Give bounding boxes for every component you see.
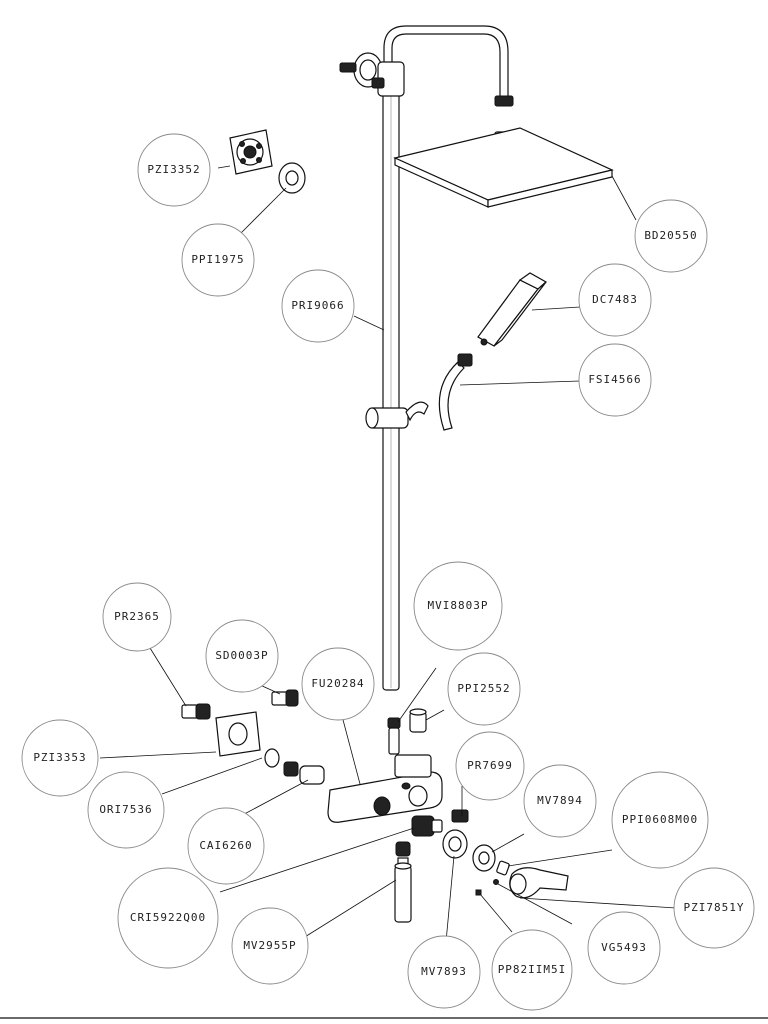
callout-pzi3353: PZI3353: [21, 719, 99, 797]
wall-flange-plate: [229, 129, 273, 175]
leader-lines: [99, 165, 677, 943]
cap-ppi2552: [409, 708, 427, 733]
label-vg5493: VG5493: [601, 941, 647, 954]
label-dc7483: DC7483: [592, 293, 638, 306]
label-ppi2552: PPI2552: [457, 682, 510, 695]
riser-rail: [382, 79, 400, 691]
label-mv7894: MV7894: [537, 794, 583, 807]
callout-vg5493: VG5493: [587, 911, 661, 985]
screw-vg5493: [493, 879, 499, 885]
callout-sd0003p: SD0003P: [205, 619, 279, 693]
callout-mv2955p: MV2955P: [231, 907, 309, 985]
slide-holder: [365, 401, 429, 429]
callout-pr2365: PR2365: [102, 582, 172, 652]
flat-washer: [278, 162, 306, 194]
callout-mv7893: MV7893: [407, 935, 481, 1009]
callout-ppi0608m00: PPI0608M00: [611, 771, 709, 869]
callout-mv7894: MV7894: [523, 764, 597, 838]
shower-arm: [383, 25, 514, 107]
label-pri9066: PRI9066: [291, 299, 344, 312]
hand-shower: [477, 272, 548, 347]
label-cai6260: CAI6260: [199, 839, 252, 852]
callout-pri9066: PRI9066: [281, 269, 355, 343]
label-fsi4566: FSI4566: [588, 373, 641, 386]
callout-dc7483: DC7483: [578, 263, 652, 337]
spout-connector: [394, 841, 412, 923]
callout-ppi1975: PPI1975: [181, 223, 255, 297]
callout-ppi2552: PPI2552: [447, 652, 521, 726]
callout-mvi8803p: MVI8803P: [413, 561, 503, 651]
parts-drawing: [181, 25, 614, 923]
callout-cai6260: CAI6260: [187, 807, 265, 885]
callout-bd20550: BD20550: [634, 199, 708, 273]
cartridge: [411, 815, 443, 837]
callout-pr7699: PR7699: [455, 731, 525, 801]
shower-head: [393, 127, 614, 208]
label-mvi8803p: MVI8803P: [428, 599, 489, 612]
label-fu20284: FU20284: [311, 677, 364, 690]
ring-mv7894: [472, 844, 496, 872]
threaded-connector-sd0003p: [271, 689, 299, 707]
label-pr2365: PR2365: [114, 610, 160, 623]
label-bd20550: BD20550: [644, 229, 697, 242]
label-pzi7851y: PZI7851Y: [684, 901, 745, 914]
label-mv2955p: MV2955P: [243, 939, 296, 952]
callout-pzi3352: PZI3352: [137, 133, 211, 207]
connector-nipple: [387, 717, 401, 755]
label-ppi0608m00: PPI0608M00: [622, 813, 698, 826]
label-sd0003p: SD0003P: [215, 649, 268, 662]
label-ppi1975: PPI1975: [191, 253, 244, 266]
check-valve: [283, 761, 325, 785]
label-pzi3353: PZI3353: [33, 751, 86, 764]
ring-nut-mv7893: [442, 829, 468, 859]
screw-pp82iim5i: [475, 889, 482, 896]
mixer-body: [327, 754, 443, 823]
label-pr7699: PR7699: [467, 759, 513, 772]
flexible-hose: [438, 353, 473, 431]
o-ring: [264, 748, 280, 768]
callout-fu20284: FU20284: [301, 647, 375, 721]
label-pp82iim5i: PP82IIM5I: [498, 963, 567, 976]
spindle-pr7699: [451, 809, 469, 823]
callout-pp82iim5i: PP82IIM5I: [491, 929, 573, 1011]
callout-cri5922q00: CRI5922Q00: [117, 867, 219, 969]
threaded-connector-pr2365: [181, 703, 211, 720]
label-pzi3352: PZI3352: [147, 163, 200, 176]
insert-ppi0608m00: [496, 860, 510, 876]
label-mv7893: MV7893: [421, 965, 467, 978]
wall-bracket-top: [339, 52, 405, 97]
label-cri5922q00: CRI5922Q00: [130, 911, 206, 924]
label-ori7536: ORI7536: [99, 803, 152, 816]
cover-plate-pzi3353: [215, 711, 261, 757]
callout-ori7536: ORI7536: [87, 771, 165, 849]
callout-fsi4566: FSI4566: [578, 343, 652, 417]
lever-handle: [509, 867, 569, 899]
callout-pzi7851y: PZI7851Y: [673, 867, 755, 949]
